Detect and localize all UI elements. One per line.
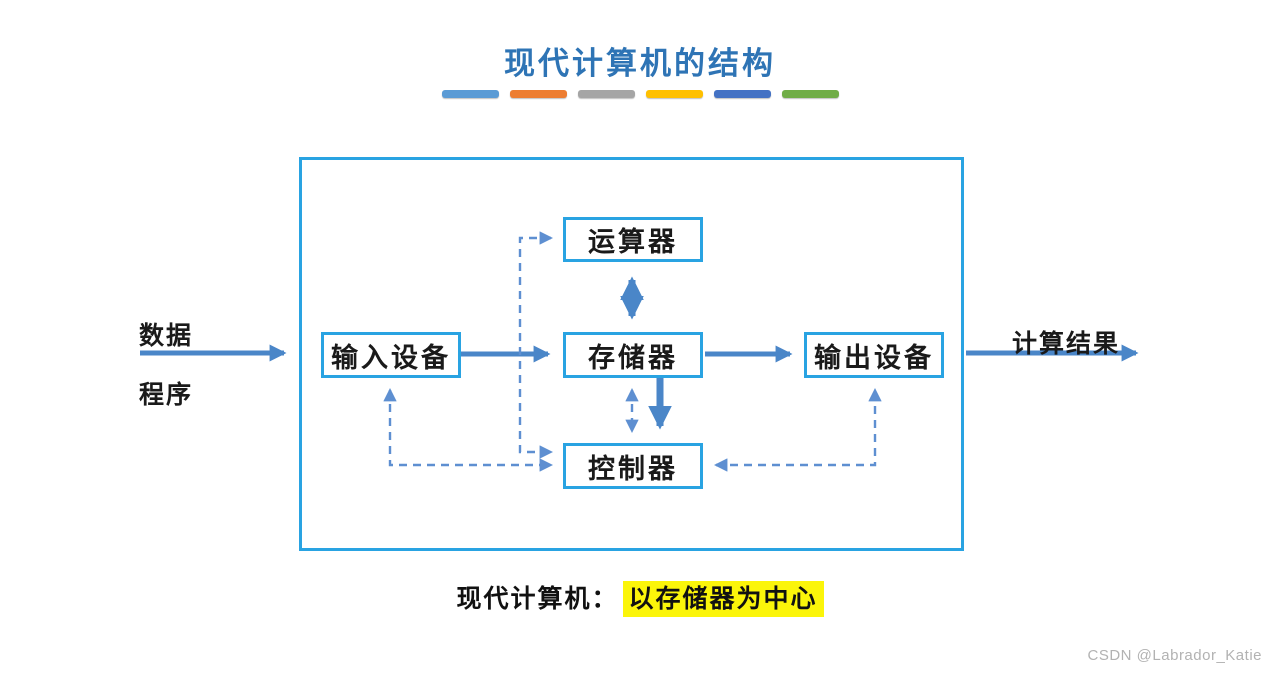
computer-boundary-box [299,157,964,551]
title-bar [441,90,499,98]
caption-prefix: 现代计算机： [456,584,619,613]
label-result: 计算结果 [1012,329,1121,358]
title-bar [509,90,567,98]
caption-highlight: 以存储器为中心 [622,581,824,617]
title-bars [0,90,1280,98]
title-bar [577,90,635,98]
node-input-device: 输入设备 [321,332,461,378]
title-bar [713,90,771,98]
node-control-unit: 控制器 [563,443,703,489]
node-alu: 运算器 [563,217,703,262]
node-memory: 存储器 [563,332,703,378]
node-output-device: 输出设备 [804,332,944,378]
title-bar [645,90,703,98]
page-title: 现代计算机的结构 [504,46,776,82]
watermark: CSDN @Labrador_Katie [1087,647,1262,664]
caption: 现代计算机：以存储器为中心 [0,579,1280,617]
title-bar [781,90,839,98]
label-program: 程序 [139,380,194,409]
label-data: 数据 [139,321,194,350]
